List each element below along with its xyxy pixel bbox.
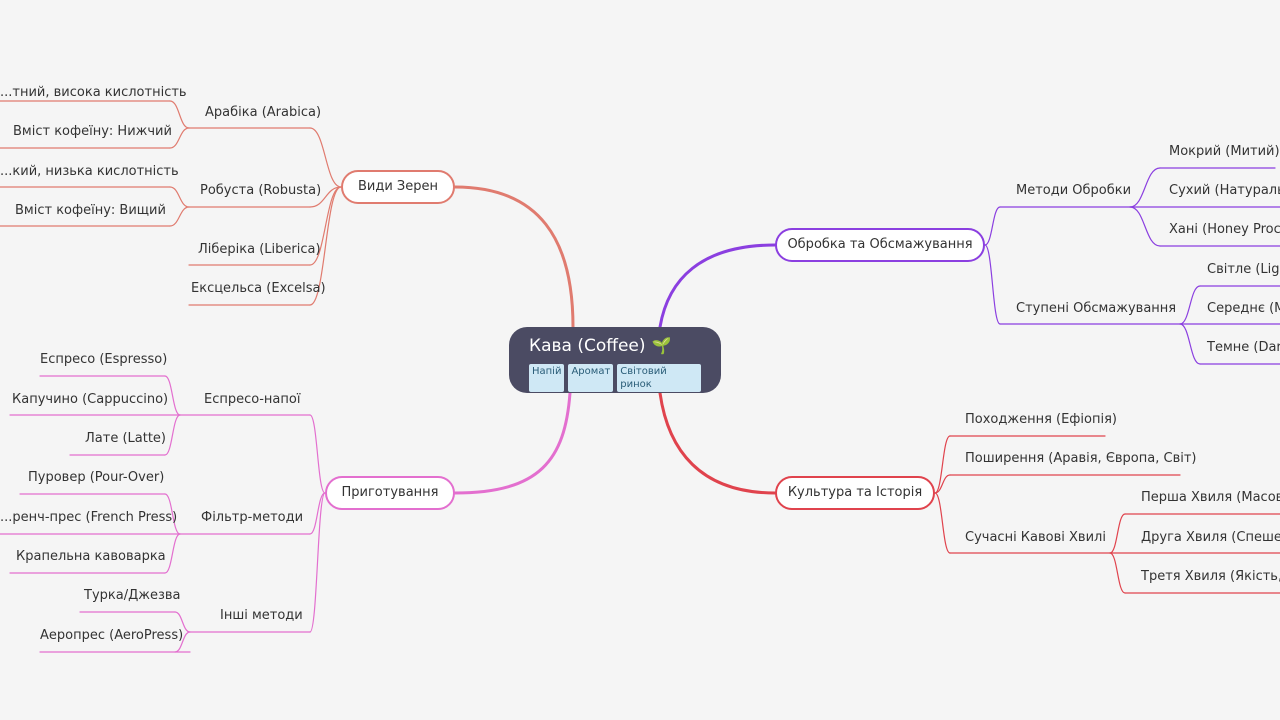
- topic-arabica[interactable]: Арабіка (Arabica): [205, 105, 322, 120]
- topic-other-methods[interactable]: Інші методи: [220, 608, 303, 623]
- topic-liberica[interactable]: Ліберіка (Liberica): [198, 242, 321, 257]
- branch-culture[interactable]: Культура та Історія: [775, 476, 935, 510]
- tag-aroma[interactable]: Аромат: [568, 364, 614, 392]
- topic-medium-roast[interactable]: Середнє (M...: [1207, 301, 1280, 316]
- topic-wet-process[interactable]: Мокрий (Митий): [1169, 144, 1280, 159]
- topic-robusta-caffeine[interactable]: Вміст кофеїну: Вищий: [15, 203, 166, 218]
- topic-aeropress[interactable]: Аеропрес (AeroPress): [40, 628, 184, 643]
- topic-first-wave[interactable]: Перша Хвиля (Масове...: [1141, 490, 1280, 505]
- topic-roast-levels[interactable]: Ступені Обсмажування: [1016, 301, 1177, 316]
- topic-dark-roast[interactable]: Темне (Dark...: [1207, 340, 1280, 355]
- central-topic-title: Кава (Coffee): [529, 336, 646, 356]
- tag-drink[interactable]: Напій: [529, 364, 565, 392]
- connector-line: [309, 127, 342, 188]
- branch-bean-types[interactable]: Види Зерен: [341, 170, 455, 204]
- topic-spread[interactable]: Поширення (Аравія, Європа, Світ): [965, 451, 1197, 466]
- connector-line: [164, 533, 181, 574]
- connector-line: [309, 186, 342, 208]
- connector-line: [169, 100, 190, 129]
- connector-line: [1179, 323, 1201, 365]
- connector-line: [309, 492, 326, 633]
- connector-line: [453, 391, 572, 495]
- connector-line: [453, 185, 575, 329]
- connector-line: [164, 414, 181, 456]
- topic-second-wave[interactable]: Друга Хвиля (Спешелт...: [1141, 530, 1280, 545]
- connector-line: [309, 492, 326, 535]
- topic-cappuccino[interactable]: Капучино (Cappuccino): [12, 392, 169, 407]
- topic-coffee-waves[interactable]: Сучасні Кавові Хвилі: [965, 530, 1106, 545]
- branch-processing[interactable]: Обробка та Обсмажування: [775, 228, 985, 262]
- connector-line: [309, 186, 342, 306]
- connector-line: [1109, 552, 1126, 594]
- topic-arabica-caffeine[interactable]: Вміст кофеїну: Нижчий: [13, 124, 172, 139]
- topic-french-press[interactable]: ...ренч-прес (French Press): [0, 510, 178, 525]
- connector-line: [309, 414, 326, 494]
- central-tags: Напій Аромат Світовий ринок: [529, 364, 701, 392]
- connector-line: [984, 206, 1001, 246]
- topic-drip-coffee-maker[interactable]: Крапельна кавоварка: [16, 549, 166, 564]
- connector-line: [174, 611, 191, 633]
- topic-turka[interactable]: Турка/Джезва: [84, 588, 181, 603]
- topic-processing-methods[interactable]: Методи Обробки: [1016, 183, 1132, 198]
- connector-line: [169, 206, 190, 227]
- sprout-icon: 🌱: [651, 336, 672, 355]
- tag-world-market[interactable]: Світовий ринок: [617, 364, 701, 392]
- connector-line: [169, 186, 190, 208]
- connector-line: [164, 375, 181, 416]
- topic-filter-methods[interactable]: Фільтр-методи: [201, 510, 304, 525]
- topic-espresso[interactable]: Еспресо (Espresso): [40, 352, 168, 367]
- connector-line: [169, 127, 190, 149]
- connector-line: [1129, 206, 1161, 247]
- topic-robusta-taste[interactable]: ...кий, низька кислотність: [0, 164, 179, 179]
- branch-brewing[interactable]: Приготування: [325, 476, 455, 510]
- topic-light-roast[interactable]: Світле (Ligh...: [1207, 262, 1280, 277]
- connector-line: [658, 243, 777, 329]
- topic-third-wave[interactable]: Третя Хвиля (Якість, пр...: [1141, 569, 1280, 584]
- topic-robusta[interactable]: Робуста (Robusta): [200, 183, 322, 198]
- connector-line: [164, 493, 181, 535]
- topic-latte[interactable]: Лате (Latte): [85, 431, 166, 446]
- connector-line: [658, 391, 777, 495]
- central-topic[interactable]: Кава (Coffee) 🌱 Напій Аромат Світовий рин…: [509, 327, 721, 393]
- connector-line: [934, 492, 951, 554]
- topic-pour-over[interactable]: Пуровер (Pour-Over): [28, 470, 165, 485]
- topic-honey-process[interactable]: Хані (Honey Proces...: [1169, 222, 1280, 237]
- connector-line: [1109, 513, 1126, 554]
- connector-line: [1179, 285, 1201, 325]
- connector-line: [934, 435, 951, 494]
- topic-arabica-taste[interactable]: ...тний, висока кислотність: [0, 85, 187, 100]
- topic-origin[interactable]: Походження (Ефіопія): [965, 412, 1117, 427]
- connector-line: [984, 244, 1001, 325]
- connector-line: [934, 474, 951, 494]
- topic-excelsa[interactable]: Ексцельса (Excelsa): [191, 281, 326, 296]
- connector-line: [1129, 167, 1161, 208]
- topic-espresso-drinks[interactable]: Еспресо-напої: [204, 392, 301, 407]
- topic-dry-process[interactable]: Сухий (Натуральн...: [1169, 183, 1280, 198]
